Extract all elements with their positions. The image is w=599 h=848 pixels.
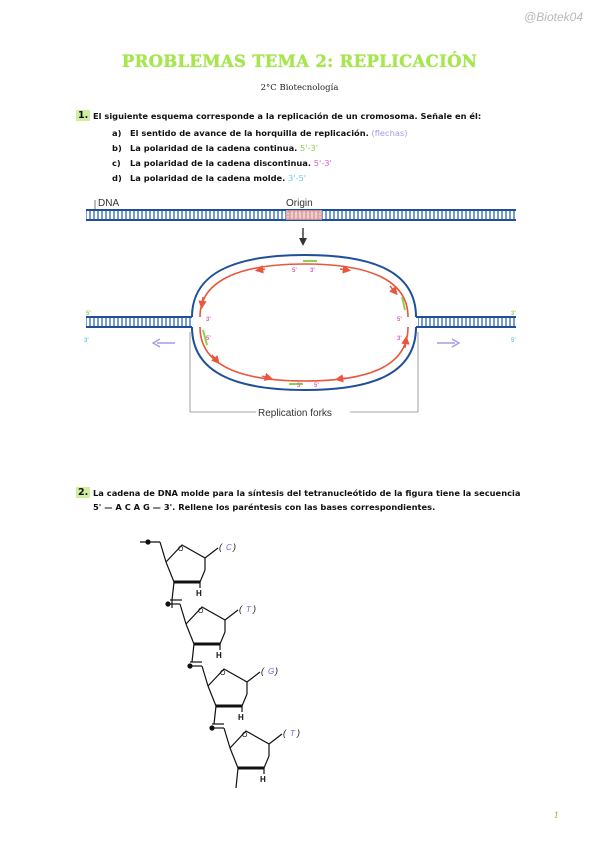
svg-text:): ) <box>274 666 278 676</box>
base-2: T <box>246 605 252 614</box>
nucleotide-4: O ( T ) H <box>209 725 300 789</box>
annot-left-5: 5' <box>206 336 211 342</box>
base-4: T <box>290 729 296 738</box>
svg-text:(: ( <box>219 542 223 552</box>
page-number: 1 <box>553 811 559 820</box>
forks-bracket <box>189 332 419 413</box>
right-dna-strand <box>416 316 516 328</box>
svg-text:(: ( <box>261 666 265 676</box>
annot-bottom-5: 5' <box>314 383 319 389</box>
origin-label: Origin <box>286 198 313 209</box>
h-1: H <box>196 589 202 598</box>
h-4: H <box>260 775 266 784</box>
q1-item-b: b)La polaridad de la cadena continua. 5'… <box>112 143 319 153</box>
top-dna-strand <box>86 209 516 221</box>
nucleotide-2: O ( T ) H <box>165 600 256 663</box>
annot-right-5: 5' <box>397 317 402 323</box>
right-fork-arrow-icon <box>437 338 461 348</box>
svg-text:O: O <box>178 546 184 553</box>
q2-line1: La cadena de DNA molde para la síntesis … <box>93 488 521 498</box>
q1-text: El siguiente esquema corresponde a la re… <box>93 111 482 121</box>
page-title: PROBLEMAS TEMA 2: REPLICACIÓN <box>121 52 478 71</box>
annot-top-3: 3' <box>310 268 315 274</box>
left-fork-arrow-icon <box>151 338 175 348</box>
nucleotide-1: O ( C ) H <box>140 539 236 601</box>
annot-far-left-3: 3' <box>84 338 89 344</box>
svg-text:O: O <box>198 608 204 615</box>
left-dna-strand <box>86 316 192 328</box>
q1-item-d: d)La polaridad de la cadena molde. 3'-5' <box>112 173 307 183</box>
q2-number: 2. <box>76 487 91 498</box>
dna-label: DNA <box>98 198 119 209</box>
svg-text:): ) <box>296 728 300 738</box>
replication-bubble <box>191 253 417 392</box>
nucleotide-3: O ( G ) H <box>187 663 278 725</box>
q1-number: 1. <box>76 110 91 121</box>
replication-diagram: DNA Origin <box>84 198 516 419</box>
h-3: H <box>238 713 244 722</box>
annot-bottom-3: 3' <box>297 383 302 389</box>
q2-line2: 5' — A C A G — 3'. Rellene los paréntesi… <box>93 502 436 512</box>
annot-right-3: 3' <box>397 336 402 342</box>
forks-label: Replication forks <box>258 408 332 419</box>
base-3: G <box>268 667 274 676</box>
annot-far-left-5: 5' <box>86 311 91 317</box>
q1-item-a: a)El sentido de avance de la horquilla d… <box>112 128 408 138</box>
annot-far-right-3: 3' <box>511 311 516 317</box>
annot-left-3: 3' <box>206 317 211 323</box>
svg-text:O: O <box>220 670 226 677</box>
annot-far-right-5: 5' <box>511 338 516 344</box>
page-subtitle: 2°C Biotecnología <box>260 83 339 93</box>
h-2: H <box>216 651 222 660</box>
q1-item-c: c)La polaridad de la cadena discontinua.… <box>112 158 332 168</box>
svg-text:): ) <box>252 604 256 614</box>
svg-text:(: ( <box>283 728 287 738</box>
base-1: C <box>226 543 232 552</box>
annot-top-5: 5' <box>292 268 297 274</box>
svg-text:O: O <box>242 732 248 739</box>
svg-text:): ) <box>232 542 236 552</box>
svg-text:(: ( <box>239 604 243 614</box>
watermark: @Biotek04 <box>524 10 583 24</box>
down-arrow-icon <box>299 228 307 246</box>
tetranucleotide-diagram: O ( C ) H O ( T ) H O ( <box>140 539 300 789</box>
